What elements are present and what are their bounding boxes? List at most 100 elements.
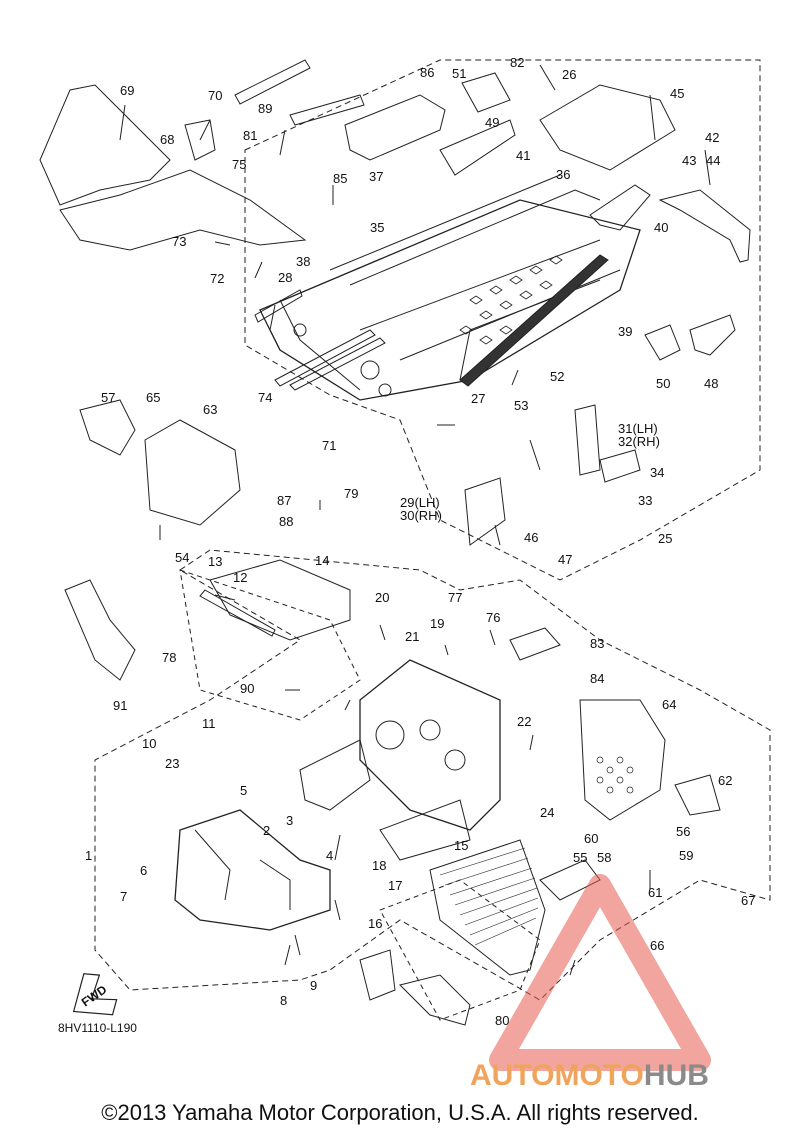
callout-50: 50 (656, 376, 670, 391)
callout-43: 43 (682, 153, 696, 168)
callout-3: 3 (286, 813, 293, 828)
callout-40: 40 (654, 220, 668, 235)
callout-20: 20 (375, 590, 389, 605)
callout-53: 53 (514, 398, 528, 413)
callout-41: 41 (516, 148, 530, 163)
callout-89: 89 (258, 101, 272, 116)
callout-33: 33 (638, 493, 652, 508)
callout-21: 21 (405, 629, 419, 644)
callout-69: 69 (120, 83, 134, 98)
callout-36: 36 (556, 167, 570, 182)
watermark-brand-primary: AUTOMOTOHUB (470, 1059, 709, 1092)
callout-90: 90 (240, 681, 254, 696)
callout-6: 6 (140, 863, 147, 878)
callout-14: 14 (315, 553, 329, 568)
callout-80: 80 (495, 1013, 509, 1028)
callout-85: 85 (333, 171, 347, 186)
callout-35: 35 (370, 220, 384, 235)
callout-58: 58 (597, 850, 611, 865)
callout-44: 44 (706, 153, 720, 168)
callout-64: 64 (662, 697, 676, 712)
callout-13: 13 (208, 554, 222, 569)
callout-9: 9 (310, 978, 317, 993)
callout-61: 61 (648, 885, 662, 900)
callout-65: 65 (146, 390, 160, 405)
callout-72: 72 (210, 271, 224, 286)
callout-24: 24 (540, 805, 554, 820)
callout-34: 34 (650, 465, 664, 480)
callout-78: 78 (162, 650, 176, 665)
callout-84: 84 (590, 671, 604, 686)
callout-86: 86 (420, 65, 434, 80)
callout-55: 55 (573, 850, 587, 865)
callout-39: 39 (618, 324, 632, 339)
callout-47: 47 (558, 552, 572, 567)
callout-17: 17 (388, 878, 402, 893)
callout-5: 5 (240, 783, 247, 798)
callout-45: 45 (670, 86, 684, 101)
callout-1: 1 (85, 848, 92, 863)
diagram-code: 8HV1110-L190 (58, 1021, 137, 1035)
callout-12: 12 (233, 570, 247, 585)
copyright-notice: ©2013 Yamaha Motor Corporation, U.S.A. A… (101, 1100, 699, 1125)
callout-7: 7 (120, 889, 127, 904)
callout-91: 91 (113, 698, 127, 713)
callout-4: 4 (326, 848, 333, 863)
callout-71: 71 (322, 438, 336, 453)
callout-76: 76 (486, 610, 500, 625)
callout-42: 42 (705, 130, 719, 145)
callout-46: 46 (524, 530, 538, 545)
callout-38: 38 (296, 254, 310, 269)
callout-27: 27 (471, 391, 485, 406)
callout-75: 75 (232, 157, 246, 172)
callout-37: 37 (369, 169, 383, 184)
watermark-brand-part2: HUB (644, 1059, 709, 1092)
callout-63: 63 (203, 402, 217, 417)
callout-57: 57 (101, 390, 115, 405)
callout-66: 66 (650, 938, 664, 953)
callout-10: 10 (142, 736, 156, 751)
callout-67: 67 (741, 893, 755, 908)
callout-18: 18 (372, 858, 386, 873)
callout-32rh: 32(RH) (618, 434, 660, 449)
callout-28: 28 (278, 270, 292, 285)
callout-15: 15 (454, 838, 468, 853)
callout-59: 59 (679, 848, 693, 863)
automotohub-watermark-logo (489, 874, 711, 1071)
callout-77: 77 (448, 590, 462, 605)
callout-31lh: 31(LH) (618, 421, 658, 436)
callout-81: 81 (243, 128, 257, 143)
callout-19: 19 (430, 616, 444, 631)
callout-30rh: 30(RH) (400, 508, 442, 523)
callout-16: 16 (368, 916, 382, 931)
callout-79: 79 (344, 486, 358, 501)
callout-2: 2 (263, 823, 270, 838)
callout-54: 54 (175, 550, 189, 565)
callout-87: 87 (277, 493, 291, 508)
callout-49: 49 (485, 115, 499, 130)
callout-74: 74 (258, 390, 272, 405)
callout-11: 11 (202, 716, 216, 731)
callout-83: 83 (590, 636, 604, 651)
callout-26: 26 (562, 67, 576, 82)
callout-56: 56 (676, 824, 690, 839)
callout-23: 23 (165, 756, 179, 771)
callout-29lh: 29(LH) (400, 495, 440, 510)
callout-70: 70 (208, 88, 222, 103)
callout-73: 73 (172, 234, 186, 249)
callout-48: 48 (704, 376, 718, 391)
callout-68: 68 (160, 132, 174, 147)
callout-82: 82 (510, 55, 524, 70)
callout-52: 52 (550, 369, 564, 384)
watermark-brand-part1: AUTOMOTO (470, 1059, 644, 1092)
callout-62: 62 (718, 773, 732, 788)
callout-25: 25 (658, 531, 672, 546)
callout-22: 22 (517, 714, 531, 729)
callout-60: 60 (584, 831, 598, 846)
callout-88: 88 (279, 514, 293, 529)
callout-8: 8 (280, 993, 287, 1008)
callout-51: 51 (452, 66, 466, 81)
